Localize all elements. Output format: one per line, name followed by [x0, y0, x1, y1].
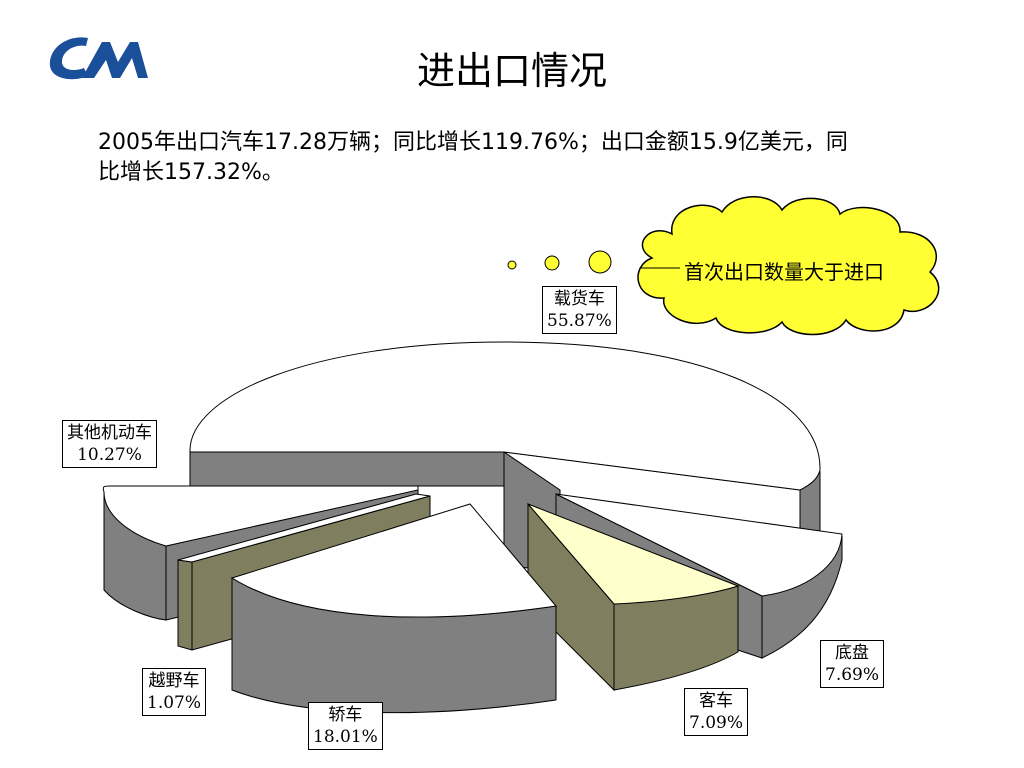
page-title: 进出口情况	[416, 49, 607, 93]
label-offroad-name: 越野车	[148, 671, 200, 691]
slice-side-offroad	[177, 559, 193, 651]
slice-top-bus	[527, 503, 740, 605]
label-bus: 客车 7.09%	[684, 688, 749, 736]
label-sedans-name: 轿车	[328, 705, 363, 725]
thought-bubble-medium	[544, 255, 560, 271]
label-offroad: 越野车 1.07%	[142, 668, 207, 716]
callout-text: 首次出口数量大于进口	[684, 260, 884, 284]
summary-line-1: 2005年出口汽车17.28万辆；同比增长119.76%；出口金额15.9亿美元…	[98, 130, 848, 155]
label-offroad-value: 1.07%	[147, 693, 202, 713]
slice-top-sedans	[230, 503, 557, 618]
slice-top-trucks	[189, 341, 821, 491]
label-chassis: 底盘 7.69%	[820, 640, 885, 688]
label-other-name: 其他机动车	[67, 423, 152, 443]
summary-text: 2005年出口汽车17.28万辆；同比增长119.76%；出口金额15.9亿美元…	[98, 128, 928, 188]
slice-top-other	[102, 485, 419, 547]
label-trucks-value: 55.87%	[547, 311, 612, 331]
label-trucks: 载货车 55.87%	[542, 286, 617, 334]
label-bus-value: 7.09%	[689, 713, 744, 733]
summary-line-2: 比增长157.32%。	[98, 160, 284, 185]
slice-top-offroad	[177, 493, 431, 563]
thought-bubble-small	[507, 260, 517, 270]
label-sedans-value: 18.01%	[313, 727, 378, 747]
label-trucks-name: 载货车	[553, 289, 605, 309]
slice-side-trucks-left	[189, 451, 505, 487]
thought-bubble-large	[588, 250, 612, 274]
label-sedans: 轿车 18.01%	[308, 702, 383, 750]
label-chassis-name: 底盘	[835, 643, 869, 663]
label-other: 其他机动车 10.27%	[62, 420, 157, 468]
label-bus-name: 客车	[699, 691, 733, 711]
slice-top-chassis	[555, 493, 843, 597]
cam-logo	[49, 37, 148, 80]
label-chassis-value: 7.69%	[825, 665, 880, 685]
label-other-value: 10.27%	[77, 445, 142, 465]
callout-cloud	[637, 196, 940, 336]
